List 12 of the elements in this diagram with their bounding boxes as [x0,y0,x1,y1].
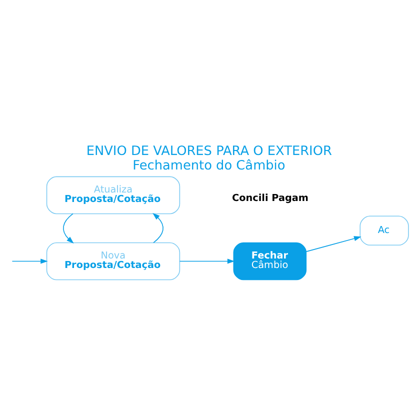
diagram-title: ENVIO DE VALORES PARA O EXTERIOR [86,143,332,158]
arrow [179,258,235,264]
arrow [12,258,48,264]
caption: Fechamento do Câmbio [132,158,286,173]
arrow [152,212,164,243]
node-box: Ac [360,215,409,246]
arrow [62,212,74,243]
arrow [306,236,362,252]
node-box: Fechar Câmbio [233,242,307,280]
node-box: Nova Proposta/Cotação [46,242,180,280]
label: Concili Pagam [232,192,308,204]
node-box: Atualiza Proposta/Cotação [46,176,180,214]
